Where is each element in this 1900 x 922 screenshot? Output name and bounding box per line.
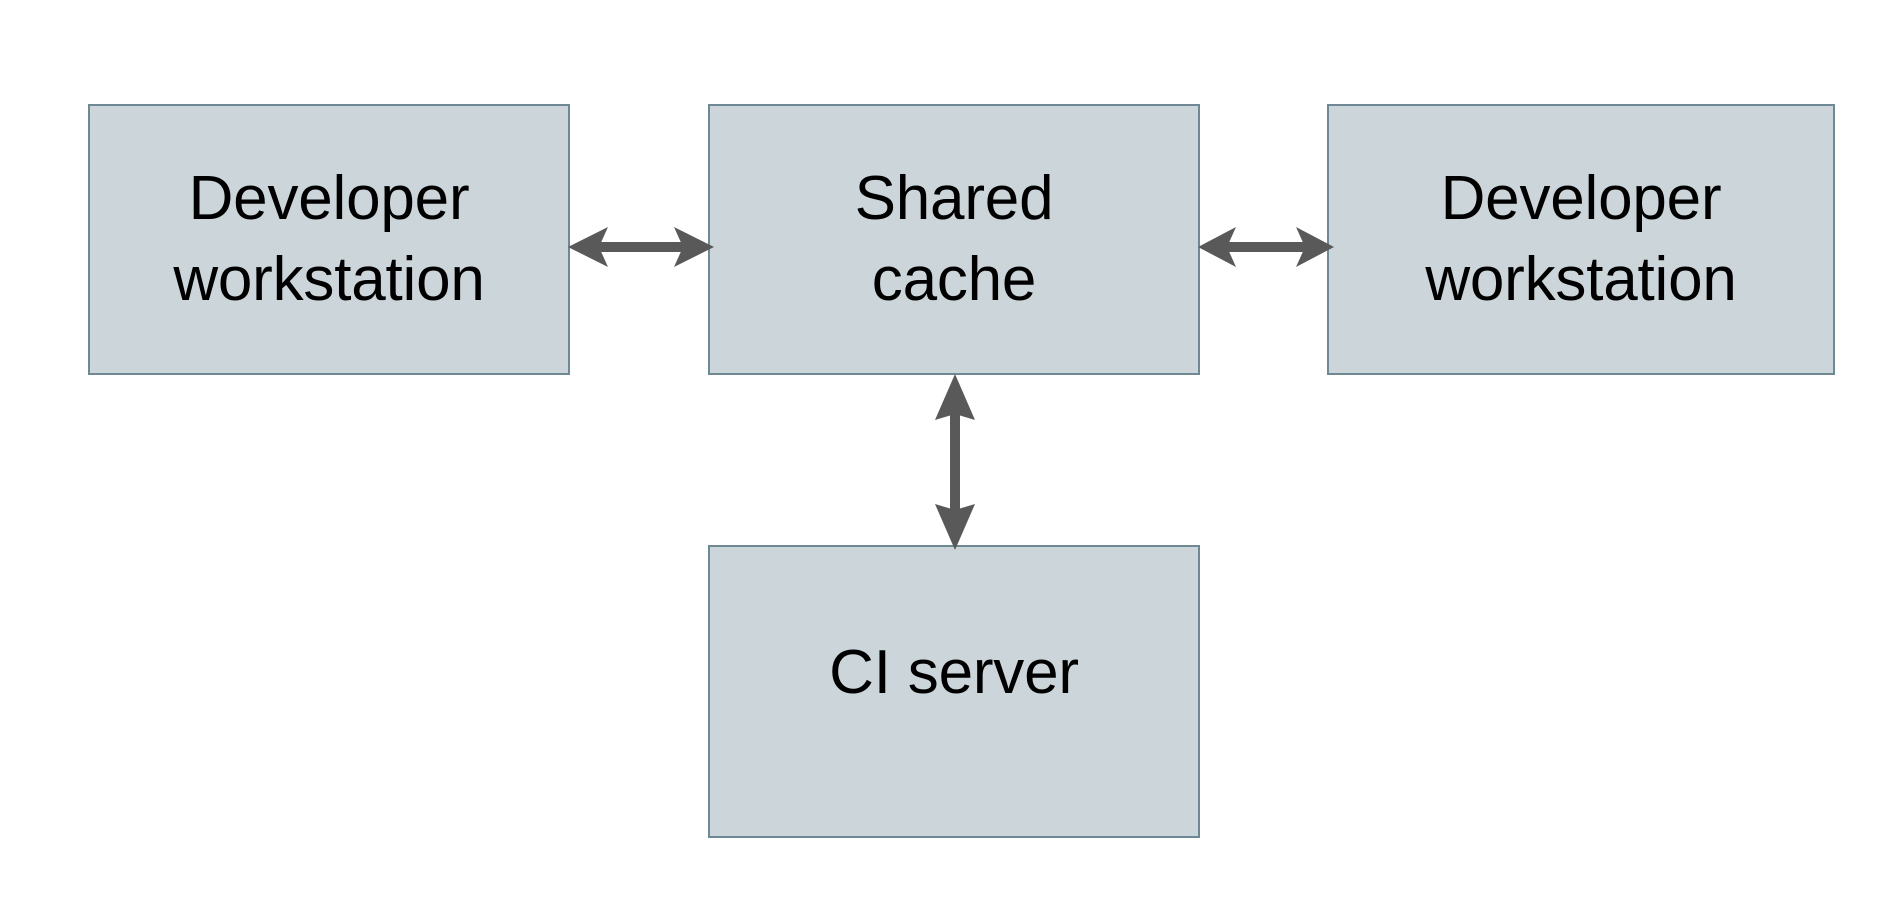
arrow-head-up-icon [935,374,975,420]
edge-developer-left-to-shared-cache[interactable] [566,212,716,282]
arrow-head-left-icon [1198,227,1236,267]
node-label: Shared cache [854,163,1054,314]
edge-shared-cache-to-developer-right[interactable] [1196,212,1336,282]
arrow-head-down-icon [935,504,975,550]
arrow-shaft-icon [599,242,683,252]
node-shared-cache[interactable]: Shared cache [708,104,1200,375]
arrow-head-right-icon [1296,227,1334,267]
node-developer-workstation-left[interactable]: Developer workstation [88,104,570,375]
node-label: CI server [829,638,1079,708]
arrow-head-left-icon [568,227,608,267]
node-label: Developer workstation [173,163,485,314]
arrow-shaft-icon [1227,242,1305,252]
node-developer-workstation-right[interactable]: Developer workstation [1327,104,1835,375]
arrow-shaft-icon [950,414,960,510]
node-label: Developer workstation [1425,163,1737,314]
node-ci-server[interactable]: CI server [708,545,1200,838]
arrow-head-right-icon [674,227,714,267]
edge-shared-cache-to-ci-server[interactable] [920,372,990,552]
